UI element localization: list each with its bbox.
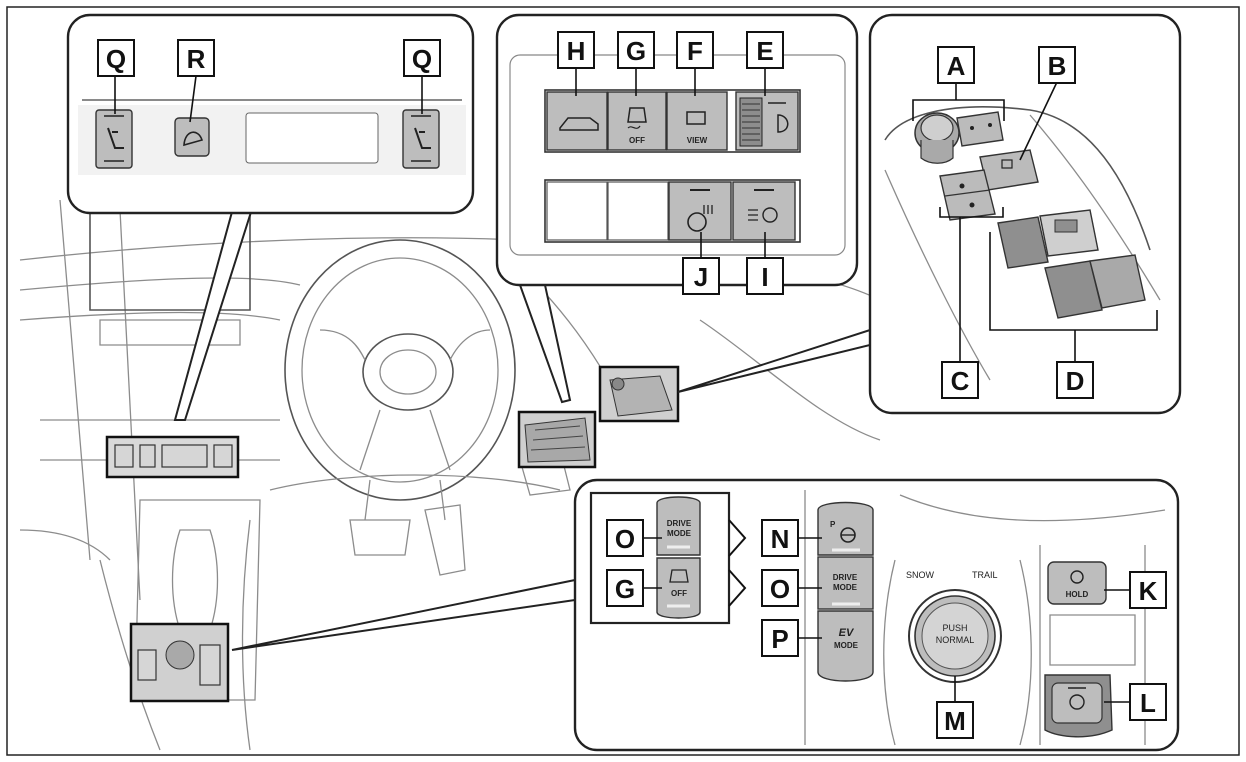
view-button[interactable]: VIEW: [666, 91, 728, 151]
label-G-top-text: G: [626, 36, 646, 66]
label-D-text: D: [1066, 366, 1085, 396]
label-Q-right-text: Q: [412, 44, 432, 74]
label-J-text: J: [694, 262, 708, 292]
ev-text: EV: [839, 627, 855, 639]
view-text: VIEW: [687, 136, 708, 145]
label-B-text: B: [1048, 51, 1067, 81]
locator-console: [129, 622, 230, 703]
mirror-select-switch[interactable]: [956, 111, 1004, 147]
label-R-text: R: [187, 44, 206, 74]
panel-console-switches: DRIVE MODE OFF O G P: [573, 478, 1180, 752]
label-C: C: [941, 361, 979, 399]
label-B: B: [1038, 46, 1076, 84]
label-O: O: [761, 569, 799, 607]
brake-hold-button[interactable]: HOLD: [1047, 561, 1107, 605]
label-K-text: K: [1139, 576, 1158, 606]
label-H: H: [557, 31, 595, 69]
label-O-inset-text: O: [615, 524, 635, 554]
dial-trail-text: TRAIL: [972, 570, 998, 580]
display-panel: [245, 112, 379, 164]
label-L: L: [1129, 683, 1167, 721]
dial-push-text: PUSH: [942, 623, 967, 633]
label-O-text: O: [770, 574, 790, 604]
blank-switch-2: [607, 181, 669, 241]
label-I-text: I: [761, 262, 768, 292]
drive-mode-text2: MODE: [833, 583, 858, 592]
locator-door-switches: [598, 365, 680, 423]
steering-wheel-heater-button[interactable]: [668, 181, 732, 241]
mirror-switch[interactable]: [914, 112, 960, 164]
parking-p-text: P: [830, 520, 836, 529]
panoramic-view-button[interactable]: [546, 91, 608, 151]
ev-mode-text: MODE: [834, 641, 859, 650]
label-G-top: G: [617, 31, 655, 69]
steering-heater-button[interactable]: [174, 117, 210, 157]
label-K: K: [1129, 571, 1167, 609]
drive-mode-inset-text2: MODE: [667, 529, 692, 538]
label-R: R: [177, 39, 215, 77]
panel-dash-switches: OFF VIEW: [495, 13, 859, 295]
label-J: J: [682, 257, 720, 295]
label-E: E: [746, 31, 784, 69]
label-P: P: [761, 619, 799, 657]
label-L-text: L: [1140, 688, 1156, 718]
label-C-text: C: [951, 366, 970, 396]
panel-seat-heater: Q R Q: [66, 13, 475, 215]
drive-mode-button[interactable]: DRIVE MODE: [817, 556, 874, 610]
outer-frame: [6, 6, 1240, 756]
dial-normal-text: NORMAL: [936, 635, 975, 645]
label-Q-left-text: Q: [106, 44, 126, 74]
vsc-off-button[interactable]: OFF: [607, 91, 667, 151]
label-P-text: P: [771, 624, 788, 654]
label-E-text: E: [756, 36, 773, 66]
label-A: A: [937, 46, 975, 84]
parking-brake-switch[interactable]: [1044, 674, 1113, 738]
vsc-off-text: OFF: [629, 136, 645, 145]
label-M: M: [936, 701, 974, 739]
window-lock-switch[interactable]: [979, 149, 1039, 191]
vsc-off-inset-text: OFF: [671, 589, 687, 598]
auto-high-beam-button[interactable]: [732, 181, 796, 241]
parking-support-button[interactable]: P: [817, 501, 874, 556]
label-N: N: [761, 519, 799, 557]
power-window-switches[interactable]: [997, 209, 1146, 319]
label-Q-left: Q: [97, 39, 135, 77]
label-A-text: A: [947, 51, 966, 81]
drive-mode-button-inset[interactable]: DRIVE MODE: [656, 496, 701, 556]
label-M-text: M: [944, 706, 966, 736]
label-F: F: [676, 31, 714, 69]
door-lock-switch[interactable]: [939, 169, 996, 221]
label-F-text: F: [687, 36, 703, 66]
label-Q-right: Q: [403, 39, 441, 77]
label-N-text: N: [771, 524, 790, 554]
hold-text: HOLD: [1066, 590, 1089, 599]
seat-heater-left-button[interactable]: [95, 109, 133, 169]
label-O-inset: O: [606, 519, 644, 557]
drive-mode-inset-text1: DRIVE: [667, 519, 692, 528]
headlight-leveling-dial[interactable]: [735, 91, 799, 151]
label-I: I: [746, 257, 784, 295]
ev-mode-button[interactable]: EV MODE: [817, 610, 874, 682]
locator-steering-left: [517, 410, 597, 469]
panel-door-switches: A B C D: [868, 13, 1182, 415]
locator-center-stack: [105, 435, 240, 479]
label-G-inset: G: [606, 569, 644, 607]
dial-snow-text: SNOW: [906, 570, 935, 580]
label-D: D: [1056, 361, 1094, 399]
seat-heater-right-button[interactable]: [402, 109, 440, 169]
label-G-inset-text: G: [615, 574, 635, 604]
blank-switch-1: [546, 181, 608, 241]
vsc-off-button-inset[interactable]: OFF: [656, 557, 701, 619]
label-H-text: H: [567, 36, 586, 66]
drive-mode-text1: DRIVE: [833, 573, 858, 582]
